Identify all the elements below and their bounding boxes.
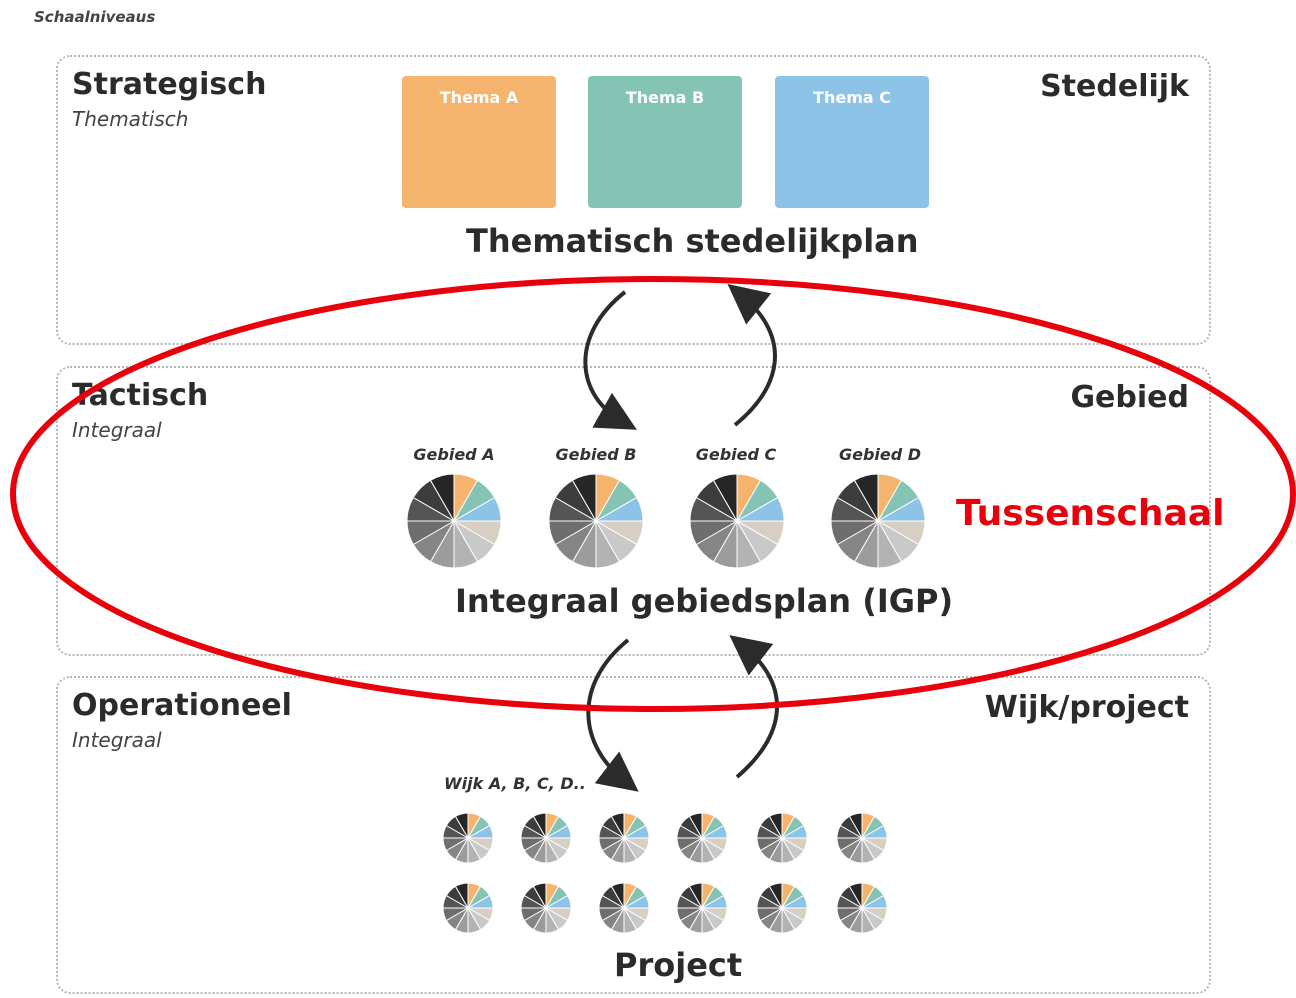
area-pie-1-slice bbox=[571, 473, 597, 523]
area-pie-3-slice bbox=[853, 473, 879, 523]
operational-level-subtitle: Integraal bbox=[72, 728, 162, 752]
area-pie-0 bbox=[406, 473, 502, 569]
wijk-pie-r0-0 bbox=[442, 812, 494, 864]
theme-box-a: Thema A bbox=[402, 76, 556, 208]
wijk-pie-r0-5-slice bbox=[848, 812, 863, 840]
tactical-plan-label: Integraal gebiedsplan (IGP) bbox=[455, 582, 954, 620]
wijk-pie-r1-5-slice bbox=[848, 882, 863, 910]
diagram-header-label: Schaalniveaus bbox=[34, 8, 156, 26]
wijk-pie-r1-2-slice bbox=[610, 882, 625, 910]
wijk-pie-r0-5 bbox=[836, 812, 888, 864]
theme-box-b-label: Thema B bbox=[625, 88, 705, 107]
theme-box-c-label: Thema C bbox=[813, 88, 891, 107]
operational-level-title: Operationeel bbox=[72, 688, 292, 723]
area-label-a: Gebied A bbox=[413, 445, 495, 464]
operational-scale-label: Wijk/project bbox=[984, 690, 1189, 725]
wijk-pie-r0-1 bbox=[520, 812, 572, 864]
wijk-pie-r0-3-slice bbox=[688, 812, 703, 840]
operational-plan-label: Project bbox=[614, 946, 743, 984]
tussenschaal-highlight-ellipse bbox=[10, 276, 1296, 712]
strategic-level-title: Strategisch bbox=[72, 67, 267, 102]
strategic-level-subtitle: Thematisch bbox=[72, 107, 189, 131]
theme-box-a-label: Thema A bbox=[439, 88, 519, 107]
wijk-pie-r1-4-slice bbox=[768, 882, 783, 910]
wijk-pie-r1-4 bbox=[756, 882, 808, 934]
operational-level-panel: Operationeel Integraal Wijk/project bbox=[56, 676, 1211, 994]
area-label-b: Gebied B bbox=[555, 445, 637, 464]
area-pie-3 bbox=[830, 473, 926, 569]
strategic-plan-label: Thematisch stedelijkplan bbox=[466, 222, 919, 260]
strategic-level-panel: Strategisch Thematisch Stedelijk bbox=[56, 55, 1211, 345]
theme-box-c: Thema C bbox=[775, 76, 929, 208]
arrow-up-operational-to-tactical bbox=[729, 635, 779, 779]
wijk-pie-r0-2-slice bbox=[610, 812, 625, 840]
wijk-pie-r1-5 bbox=[836, 882, 888, 934]
area-pie-2 bbox=[689, 473, 785, 569]
area-label-c: Gebied C bbox=[695, 445, 777, 464]
wijk-pie-r0-0-slice bbox=[454, 812, 469, 840]
tactical-level-panel: Tactisch Integraal Gebied bbox=[56, 366, 1211, 656]
wijk-pie-r1-3-slice bbox=[688, 882, 703, 910]
wijk-pie-r1-1 bbox=[520, 882, 572, 934]
arrow-down-tactical-to-operational bbox=[586, 638, 639, 792]
wijk-pie-r0-4 bbox=[756, 812, 808, 864]
tactical-level-subtitle: Integraal bbox=[72, 418, 162, 442]
tactical-scale-label: Gebied bbox=[1070, 380, 1189, 415]
wijk-pie-r0-1-slice bbox=[532, 812, 547, 840]
arrow-down-strategic-to-tactical bbox=[583, 290, 637, 430]
wijk-pie-r0-4-slice bbox=[768, 812, 783, 840]
wijk-pie-r1-3 bbox=[676, 882, 728, 934]
wijk-pie-r1-1-slice bbox=[532, 882, 547, 910]
wijk-list-label: Wijk A, B, C, D.. bbox=[444, 774, 586, 793]
wijk-pie-r1-0 bbox=[442, 882, 494, 934]
strategic-scale-label: Stedelijk bbox=[1040, 69, 1189, 104]
theme-box-b: Thema B bbox=[588, 76, 742, 208]
wijk-pie-r1-0-slice bbox=[454, 882, 469, 910]
wijk-pie-r0-3 bbox=[676, 812, 728, 864]
tussenschaal-label: Tussenschaal bbox=[956, 493, 1225, 534]
wijk-pie-r0-2 bbox=[598, 812, 650, 864]
area-pie-1 bbox=[548, 473, 644, 569]
area-pie-0-slice bbox=[429, 473, 455, 523]
arrow-up-tactical-to-strategic bbox=[727, 283, 777, 427]
area-pie-2-slice bbox=[712, 473, 738, 523]
tactical-level-title: Tactisch bbox=[72, 378, 209, 413]
area-label-d: Gebied D bbox=[838, 445, 922, 464]
wijk-pie-r1-2 bbox=[598, 882, 650, 934]
